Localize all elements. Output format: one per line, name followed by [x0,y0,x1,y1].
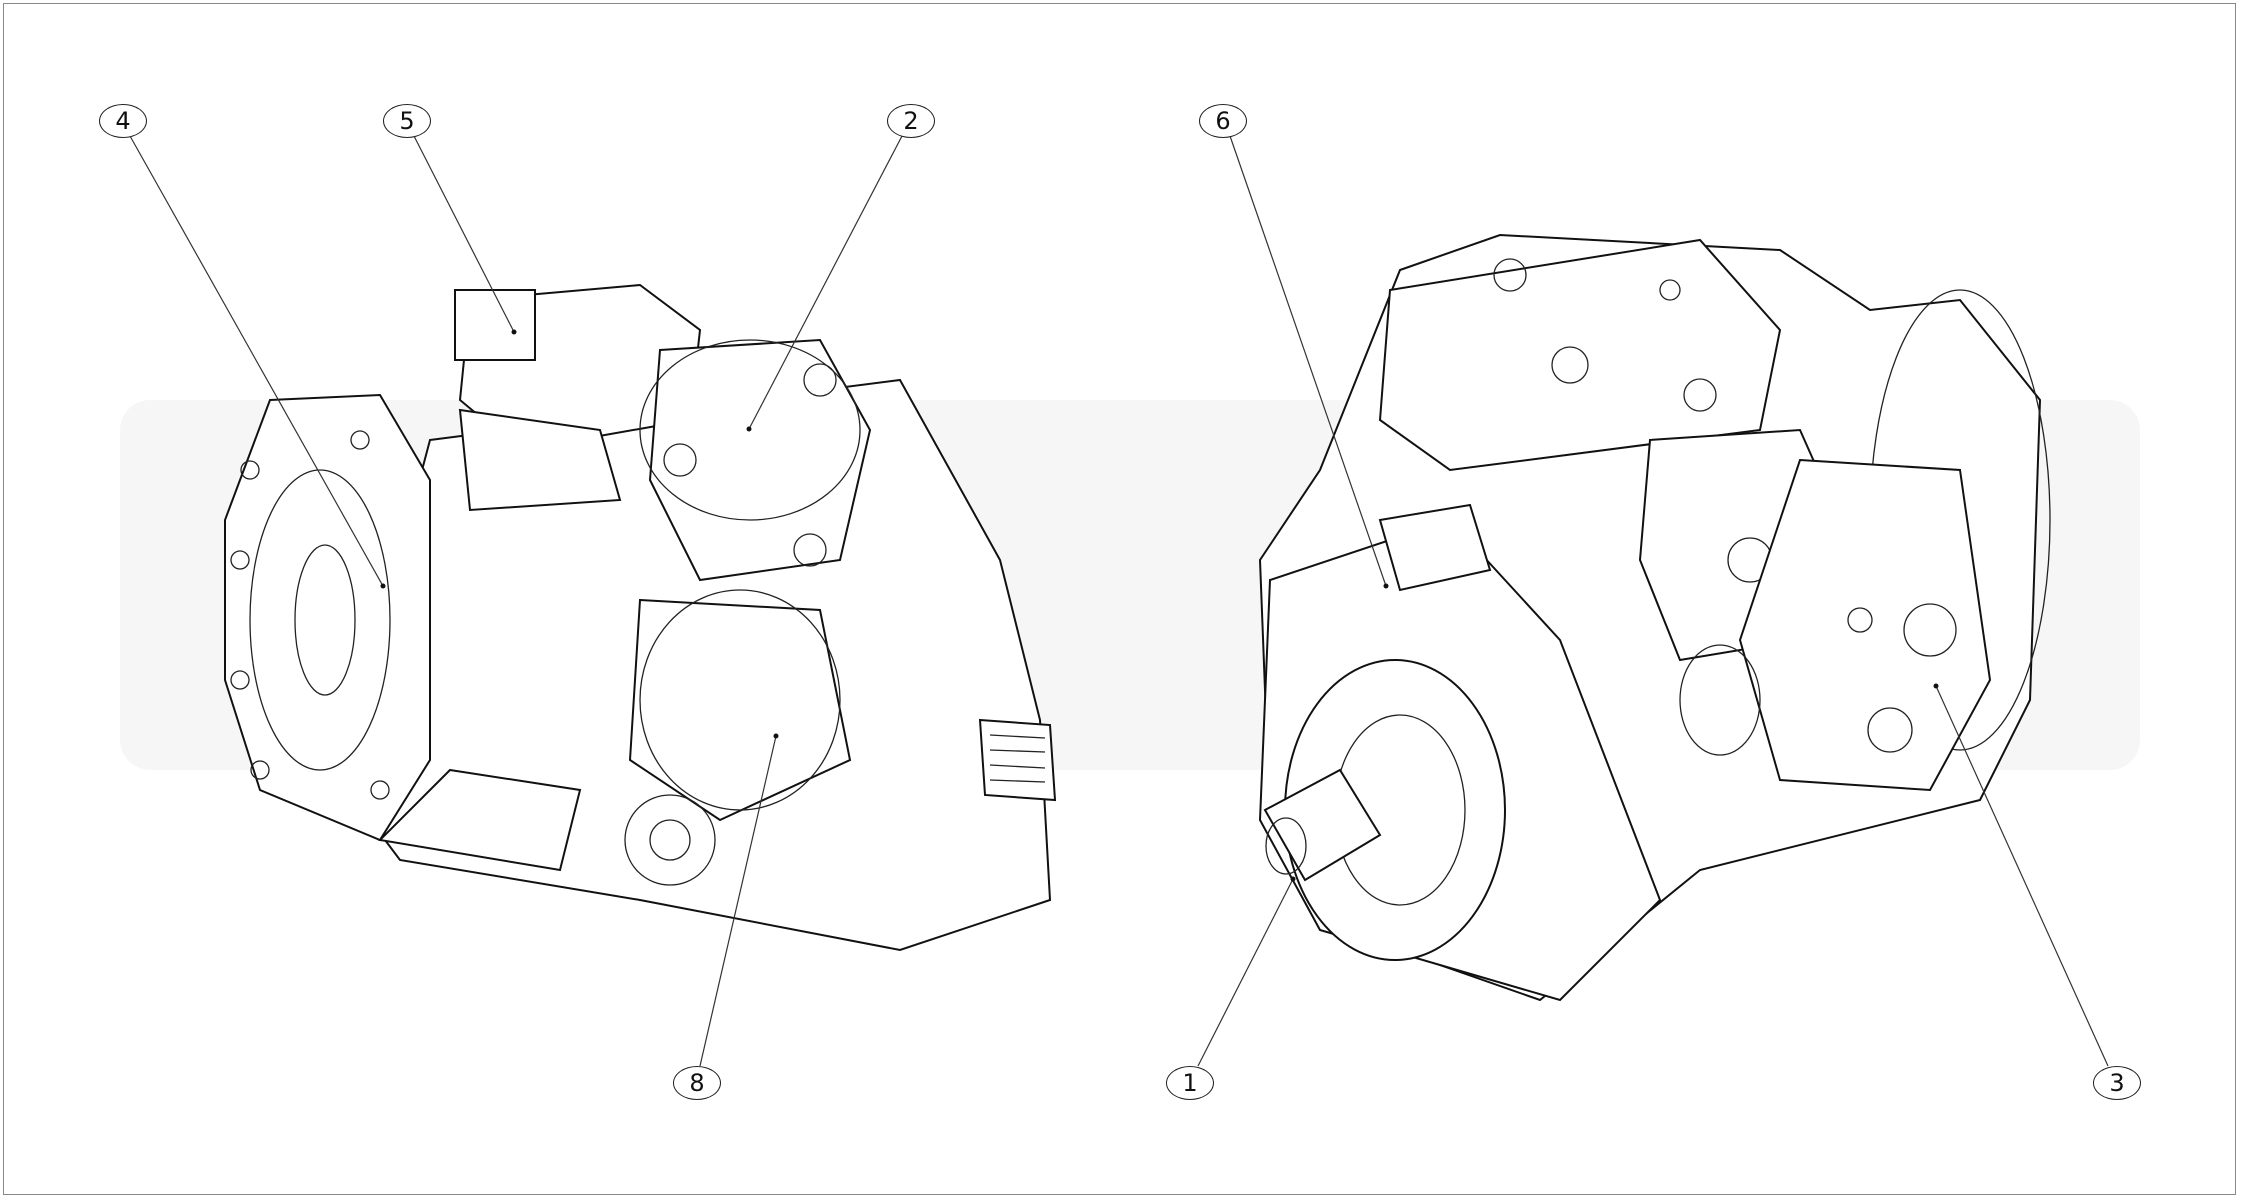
callout-8: 8 [673,1066,721,1100]
drawing-frame [3,3,2236,1195]
callout-3: 3 [2093,1066,2141,1100]
leader-5 [413,135,515,333]
callout-1: 1 [1166,1066,1214,1100]
left-pump [224,283,1057,952]
callout-5: 5 [383,104,431,138]
leader-3 [1935,685,2109,1067]
leader-6 [1229,135,1387,587]
leader-1 [1197,878,1294,1067]
callout-2: 2 [887,104,935,138]
callout-4: 4 [99,104,147,138]
right-pump [1258,233,2051,1002]
callout-6: 6 [1199,104,1247,138]
leader-2 [748,135,903,430]
leader-8 [699,735,777,1067]
leader-4 [129,135,384,587]
